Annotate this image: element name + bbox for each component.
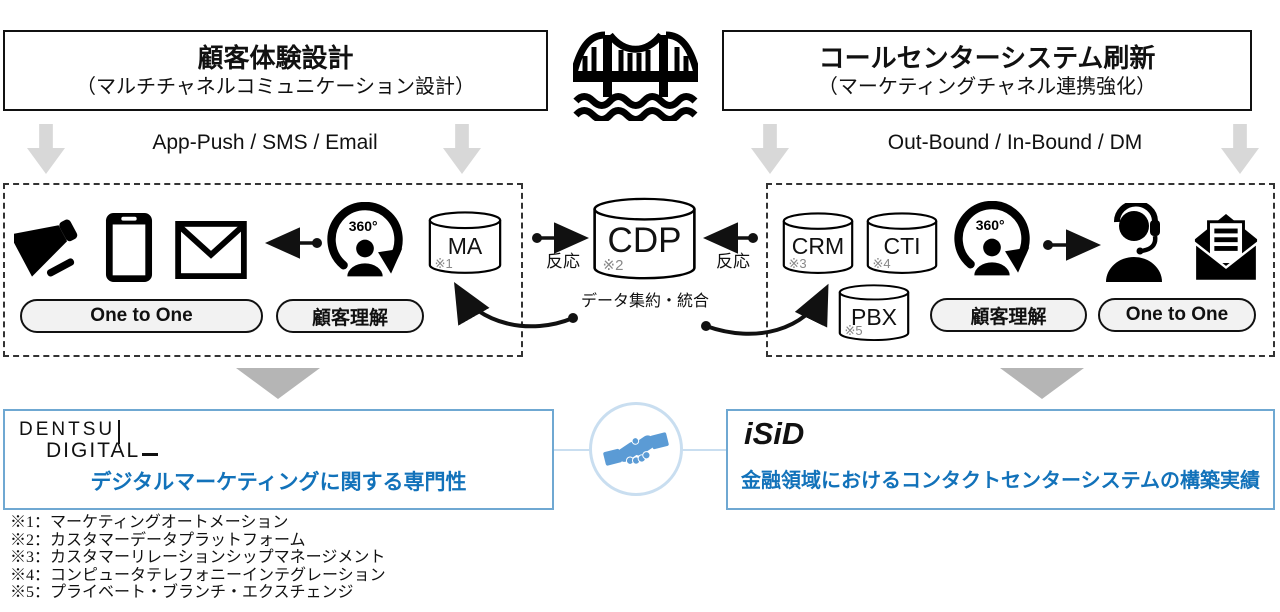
footnote-line-5: ※5：プライベート・ブランチ・エクスチェンジ bbox=[10, 584, 354, 601]
isid-strength-text: 金融領域におけるコンタクトセンターシステムの構築実績 bbox=[741, 470, 1260, 492]
footnote-line-3: ※3：カスタマーリレーションシップマネージメント bbox=[10, 549, 386, 566]
call-center-header-box: コールセンターシステム刷新 （マーケティングチャネル連携強化） bbox=[722, 30, 1252, 111]
cti-database: CTI ※4 bbox=[866, 212, 938, 275]
email-envelope-icon bbox=[175, 221, 247, 279]
one-to-one-pill-left: One to One bbox=[20, 299, 263, 333]
dm-envelope-icon bbox=[1192, 210, 1260, 284]
footnotes: ※1：マーケティングオートメーション ※2：カスタマーデータプラットフォーム ※… bbox=[10, 514, 610, 602]
one-to-one-pill-right: One to One bbox=[1098, 298, 1256, 332]
pbx-note: ※5 bbox=[844, 323, 863, 339]
curved-arrow-cdp-to-ma bbox=[454, 282, 574, 329]
dentsu-strength-text: デジタルマーケティングに関する専門性 bbox=[90, 471, 467, 494]
cdp-label: CDP bbox=[607, 220, 682, 260]
customer-experience-subtitle: （マルチチャネルコミュニケーション設計） bbox=[76, 75, 475, 98]
customer-understanding-pill-left: 顧客理解 bbox=[276, 299, 424, 333]
dentsu-logo-line1: DENTSU bbox=[19, 419, 116, 440]
curved-arrow-cdp-to-crm bbox=[705, 283, 829, 336]
ma-database: MA ※1 bbox=[428, 211, 502, 275]
cti-label: CTI bbox=[883, 233, 921, 260]
right-channels-label: Out-Bound / In-Bound / DM bbox=[887, 131, 1143, 154]
reaction-label-right: 反応 bbox=[716, 252, 750, 271]
call-center-subtitle: （マーケティングチャネル連携強化） bbox=[817, 75, 1157, 98]
customer-understanding-label-right: 顧客理解 bbox=[970, 306, 1047, 328]
customer-understanding-pill-right: 顧客理解 bbox=[930, 298, 1087, 332]
customer-experience-header-box: 顧客体験設計 （マルチチャネルコミュニケーション設計） bbox=[3, 30, 548, 111]
footnote-line-1: ※1：マーケティングオートメーション bbox=[10, 514, 289, 531]
crm-database: CRM ※3 bbox=[782, 212, 854, 275]
left-channels-label: App-Push / SMS / Email bbox=[152, 131, 378, 154]
handshake-circle bbox=[589, 402, 683, 496]
customer-360-icon-left: 360° bbox=[323, 201, 407, 282]
dentsu-logo-underscore bbox=[142, 453, 159, 456]
rotate-360-label-right: 360° bbox=[976, 217, 1005, 233]
crm-label: CRM bbox=[791, 233, 845, 260]
dentsu-logo-bar bbox=[118, 420, 121, 444]
one-to-one-label-right: One to One bbox=[1125, 304, 1229, 325]
cdp-database: CDP ※2 bbox=[592, 197, 697, 281]
ma-note: ※1 bbox=[434, 255, 453, 271]
dentsu-digital-logo: DENTSU DIGITAL bbox=[19, 419, 159, 463]
handshake-icon bbox=[603, 432, 669, 466]
customer-understanding-label-left: 顧客理解 bbox=[311, 307, 388, 329]
one-to-one-label-left: One to One bbox=[90, 305, 193, 326]
footnote-line-2: ※2：カスタマーデータプラットフォーム bbox=[10, 531, 306, 549]
customer-360-icon-right: 360° bbox=[950, 200, 1034, 281]
bridge-icon bbox=[570, 21, 701, 123]
cti-note: ※4 bbox=[872, 255, 891, 271]
pbx-database: PBX ※5 bbox=[838, 284, 910, 342]
cdp-caption: データ集約・統合 bbox=[580, 293, 709, 310]
pbx-label: PBX bbox=[850, 303, 898, 330]
crm-note: ※3 bbox=[788, 255, 807, 271]
dentsu-logo-line2: DIGITAL bbox=[46, 439, 141, 462]
megaphone-icon bbox=[9, 204, 96, 282]
call-agent-icon bbox=[1104, 200, 1168, 283]
customer-experience-title: 顧客体験設計 bbox=[197, 43, 354, 74]
call-center-title: コールセンターシステム刷新 bbox=[818, 43, 1156, 74]
rotate-360-label-left: 360° bbox=[349, 218, 378, 234]
footnote-line-4: ※4：コンピュータテレフォニーインテグレーション bbox=[10, 566, 386, 584]
cdp-note: ※2 bbox=[602, 257, 624, 275]
ma-label: MA bbox=[447, 232, 483, 259]
dentsu-digital-box: DENTSU DIGITAL デジタルマーケティングに関する専門性 bbox=[3, 409, 554, 510]
smartphone-icon bbox=[105, 212, 153, 283]
isid-box: iSiD 金融領域におけるコンタクトセンターシステムの構築実績 bbox=[726, 409, 1275, 510]
reaction-label-left: 反応 bbox=[546, 252, 580, 271]
isid-logo: iSiD bbox=[744, 416, 805, 451]
